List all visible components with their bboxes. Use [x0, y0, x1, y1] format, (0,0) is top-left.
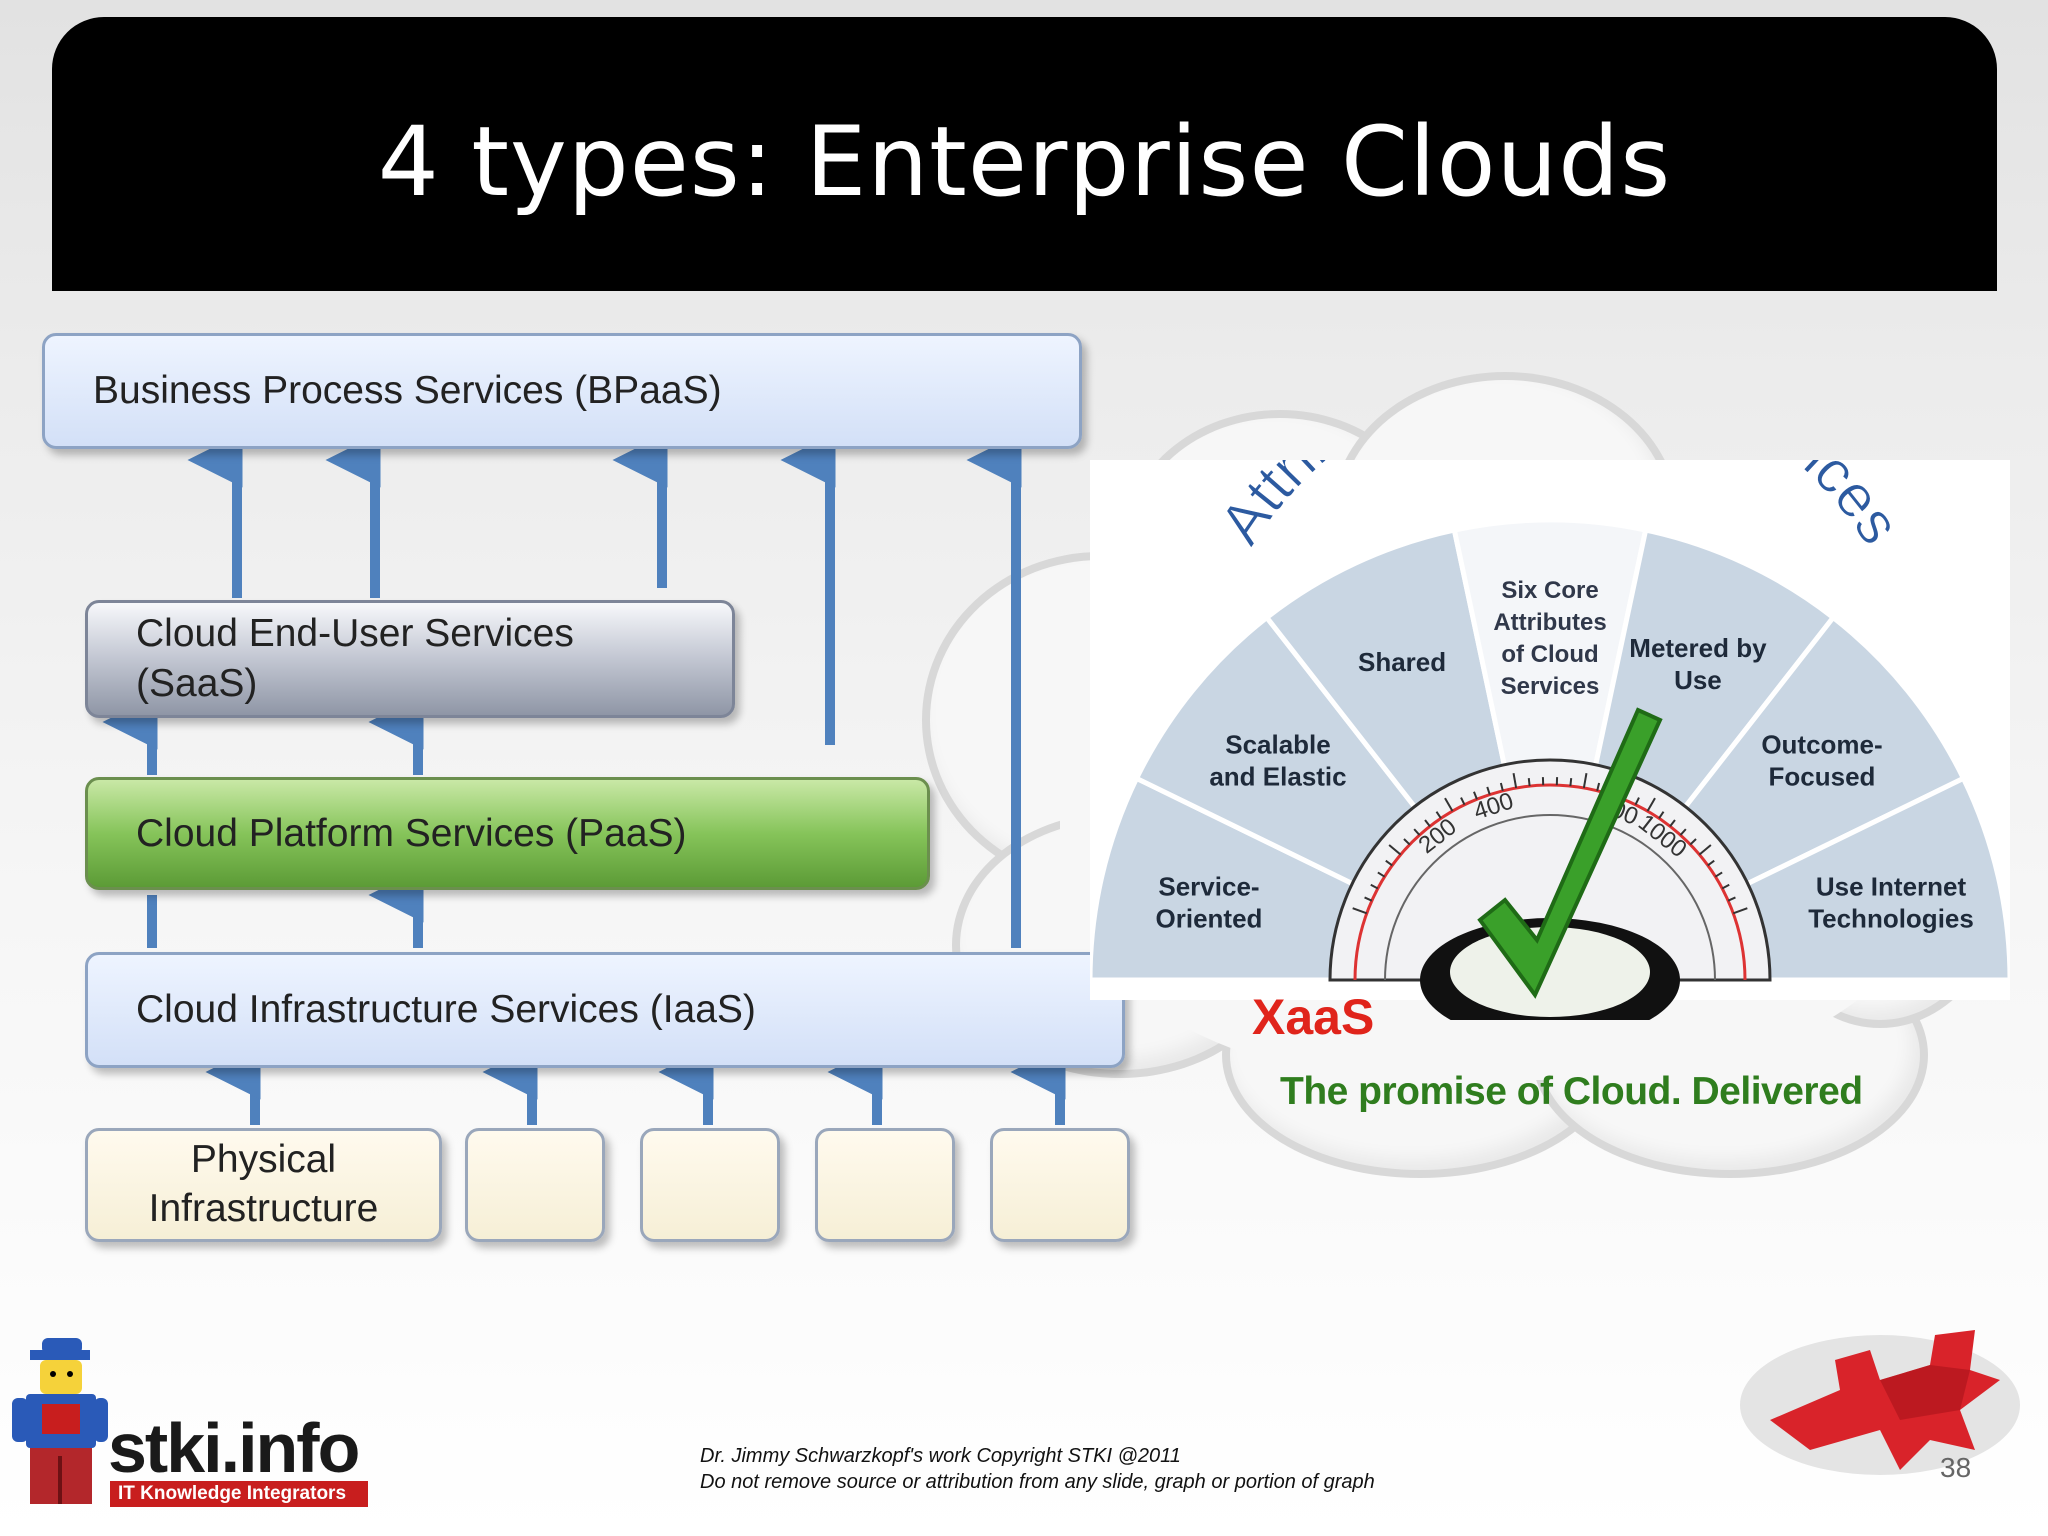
logo-text: stki.info [108, 1409, 360, 1487]
gauge-tick [1435, 811, 1442, 819]
wheel-segment-label: Metered by [1629, 633, 1767, 663]
gauge-tick [1473, 791, 1478, 800]
gauge-tick [1721, 883, 1730, 890]
physical-label-line2: Infrastructure [148, 1187, 379, 1230]
physical-label-line1: Physical [190, 1138, 337, 1182]
physical-box-empty [465, 1128, 605, 1242]
gauge-tick [1569, 778, 1573, 787]
center-label: Six Core Attributes of Cloud Services [1493, 577, 1606, 700]
wheel-segment-label: Oriented [1156, 903, 1263, 933]
saas-label-line2: (SaaS) [136, 662, 258, 705]
gauge-tick [1596, 782, 1601, 792]
gauge-tick [1698, 844, 1712, 856]
iaas-box: Cloud Infrastructure Services (IaaS) [85, 952, 1125, 1068]
gauge-tick [1582, 773, 1588, 789]
iaas-label: Cloud Infrastructure Services (IaaS) [136, 988, 756, 1032]
checkmark-icon [1477, 707, 1663, 999]
xaas-label: XaaS [1252, 989, 1375, 1045]
saas-box: Cloud End-User Services (SaaS) [85, 600, 735, 718]
gauge-tick [1727, 896, 1736, 902]
wheel-segment-label: Scalable [1225, 730, 1331, 760]
center-label-line3: of Cloud [1501, 641, 1598, 668]
saas-label: Cloud End-User Services (SaaS) [136, 609, 574, 709]
promise-tagline: The promise of Cloud. Delivered [1280, 1070, 1863, 1113]
gauge-tick [1370, 883, 1379, 890]
gauge-tick [1512, 773, 1518, 789]
wheel-segment-label: Service- [1158, 871, 1259, 901]
page-number: 38 [1940, 1452, 1972, 1483]
gauge-ring [1353, 783, 1747, 981]
physical-infrastructure-box: Physical Infrastructure [85, 1128, 442, 1242]
gauge-tick [1413, 828, 1421, 836]
gauge-tick [1527, 778, 1531, 787]
gauge-tick [1634, 797, 1640, 806]
gauge-tick [1385, 859, 1393, 867]
center-label-line2: Attributes [1493, 609, 1606, 636]
wheel-segment-label: Use Internet [1816, 871, 1967, 901]
lego-figure-icon [12, 1338, 108, 1504]
gauge-tick [1403, 838, 1411, 846]
wheel-segment-label: Use [1674, 665, 1722, 695]
physical-box-empty [640, 1128, 780, 1242]
gauge-tick [1388, 844, 1402, 856]
gauge-tick [1486, 786, 1491, 795]
gauge-tick [1689, 838, 1697, 846]
physical-box-empty [990, 1128, 1130, 1242]
gauge-tick [1352, 907, 1368, 915]
gauge-tick [1669, 819, 1676, 827]
center-label-line1: Six Core [1501, 577, 1598, 604]
bpaas-label: Business Process Services (BPaaS) [93, 369, 722, 413]
gauge-tick [1714, 871, 1723, 878]
attributes-wheel: Attributes of Cloud Services Service-Ori… [1090, 460, 2010, 1020]
bpaas-box: Business Process Services (BPaaS) [42, 333, 1082, 449]
copyright-line1: Dr. Jimmy Schwarzkopf's work Copyright S… [700, 1445, 1181, 1467]
gauge-tick [1364, 896, 1373, 902]
slide-title: 4 types: Enterprise Clouds [377, 106, 1672, 218]
logo-tagline: IT Knowledge Integrators [110, 1481, 368, 1507]
gauge-tick [1424, 819, 1431, 827]
gauge-tick [1499, 782, 1504, 792]
physical-box-empty [815, 1128, 955, 1242]
gauge-tick [1444, 797, 1454, 812]
wheel-segment-label: and Elastic [1209, 762, 1346, 792]
wheel-segment-label: Shared [1358, 647, 1446, 677]
saas-label-line1: Cloud End-User Services [136, 612, 574, 656]
wheel-segment-label: Technologies [1808, 903, 1974, 933]
copyright-line2: Do not remove source or attribution from… [700, 1471, 1375, 1493]
gauge-tick [1646, 797, 1656, 812]
gauge-tick [1377, 871, 1386, 878]
puzzle-icon [1740, 1330, 2020, 1475]
copyright-notice: Dr. Jimmy Schwarzkopf's work Copyright S… [700, 1443, 1375, 1495]
gauge-ring-inner [1384, 814, 1716, 981]
paas-box: Cloud Platform Services (PaaS) [85, 777, 930, 890]
gauge-tick [1460, 797, 1466, 806]
gauge-face [1328, 758, 1772, 982]
gauge-tick [1679, 828, 1687, 836]
gauge-tick [1658, 811, 1665, 819]
gauge-tick [1707, 859, 1715, 867]
paas-label: Cloud Platform Services (PaaS) [136, 811, 687, 855]
gauge-tick [1732, 907, 1748, 915]
wheel-center-segment [1451, 517, 1649, 981]
wheel-segment-label: Outcome- [1761, 730, 1882, 760]
title-bar: 4 types: Enterprise Clouds [52, 17, 1997, 291]
center-label-line4: Services [1501, 673, 1600, 700]
wheel-segment-label: Focused [1769, 762, 1876, 792]
